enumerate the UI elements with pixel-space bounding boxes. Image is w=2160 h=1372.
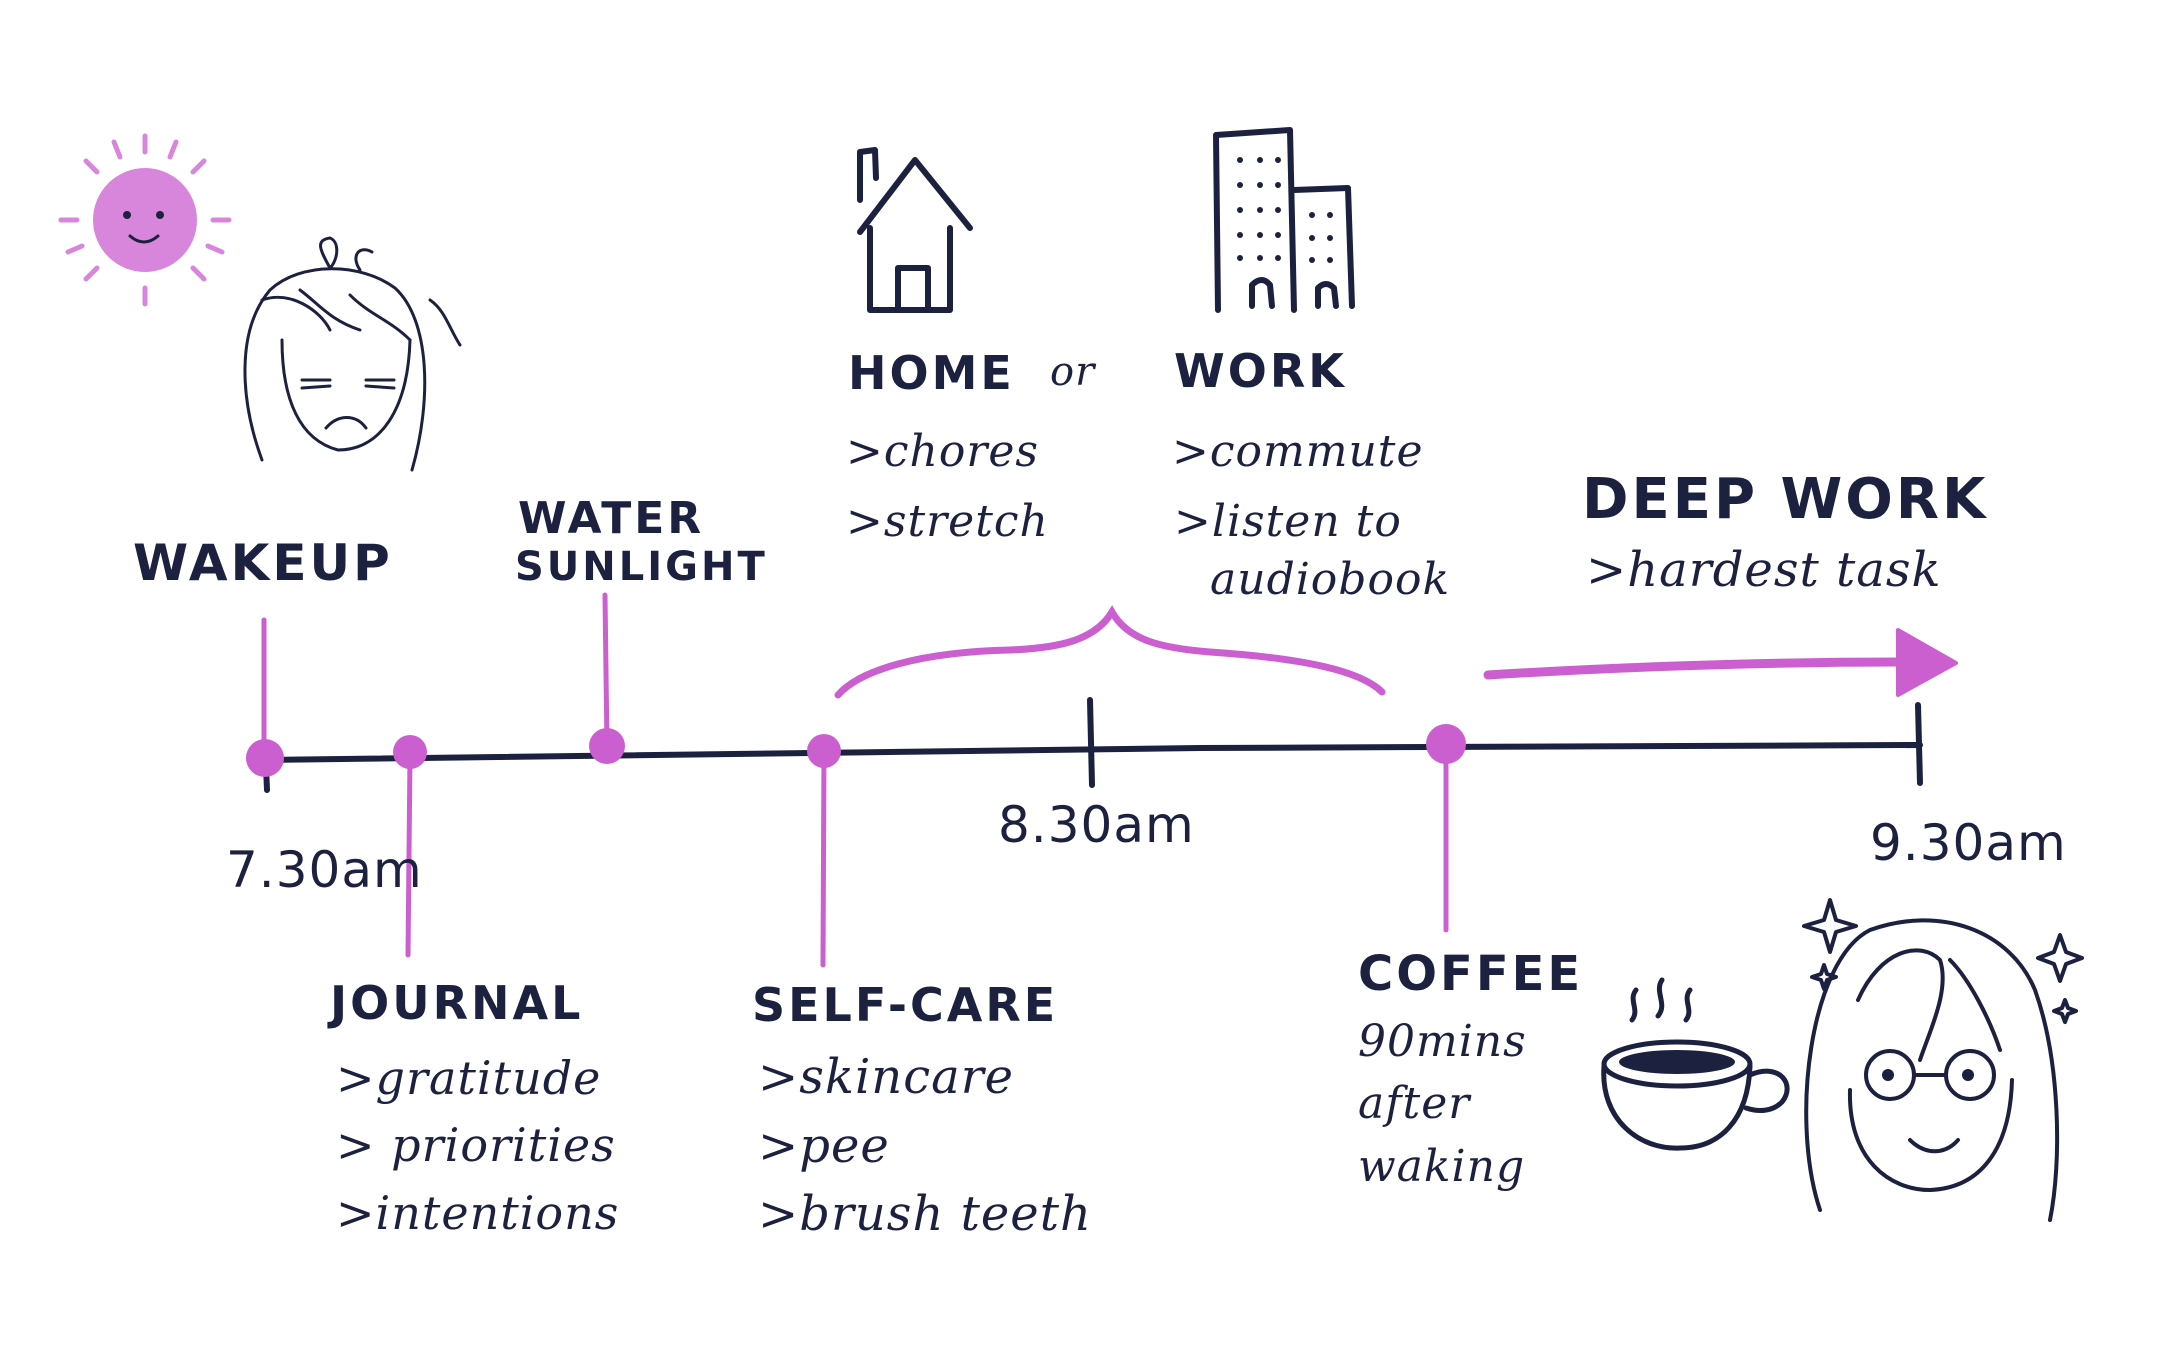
deep-work-subtitle: >hardest task [1586,546,1942,594]
office-buildings-icon [1216,130,1352,310]
work-item-audiobook: audiobook [1210,558,1450,602]
journal-item-priorities: > priorities [336,1122,616,1168]
coffee-title: COFFEE [1358,950,1583,998]
building-windows [1237,157,1333,263]
water-title: WATER [518,497,704,541]
coffee-item-waking: waking [1358,1145,1525,1189]
arrow-icon [1488,630,1956,695]
house-icon [860,150,970,310]
work-item-commute: >commute [1172,430,1424,474]
self-care-item-brush: >brush teeth [758,1190,1092,1238]
journal-title: JOURNAL [330,980,583,1026]
coffee-item-90mins: 90mins [1358,1020,1527,1064]
journal-item-gratitude: >gratitude [336,1055,601,1101]
time-end: 9.30am [1870,818,2067,868]
work-item-listen: >listen to [1174,500,1402,544]
dot-water [589,728,625,764]
tick-mid [1090,700,1092,785]
home-title: HOME [848,350,1015,396]
or-text: or [1050,352,1095,392]
sunlight-title: SUNLIGHT [515,547,768,587]
sun-icon [61,136,229,304]
time-start: 7.30am [226,845,423,895]
time-mid: 8.30am [998,800,1195,850]
dot-journal [393,735,427,769]
deep-work-title: DEEP WORK [1582,472,1988,528]
happy-face-icon [1806,920,2057,1220]
dot-self-care [807,734,841,768]
self-care-item-skincare: >skincare [758,1053,1014,1101]
home-item-chores: >chores [846,430,1039,474]
journal-item-intentions: >intentions [336,1190,619,1236]
tick-end [1918,705,1920,783]
self-care-item-pee: >pee [758,1122,890,1170]
dot-coffee [1426,724,1466,764]
self-care-title: SELF-CARE [752,982,1058,1028]
work-title: WORK [1174,348,1347,394]
coffee-item-after: after [1358,1082,1470,1126]
wakeup-title: WAKEUP [133,538,393,588]
dot-wakeup [246,739,284,777]
sleepy-face-icon [245,238,460,470]
brace [838,612,1382,695]
event-connectors [264,595,1446,965]
home-item-stretch: >stretch [846,500,1049,544]
coffee-liquid [1619,1050,1735,1074]
